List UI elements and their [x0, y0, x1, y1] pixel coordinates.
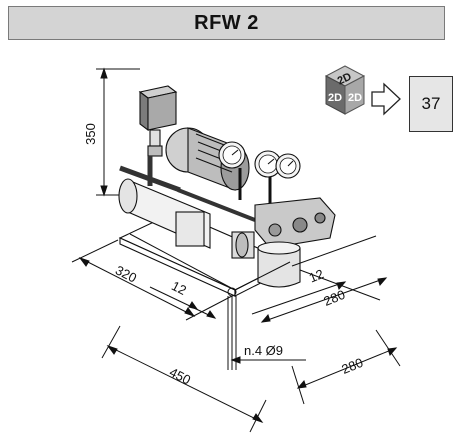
holes-dimension-label: n.4 Ø9	[244, 343, 283, 358]
model-title: RFW 2	[194, 11, 259, 34]
cube-label-right: 2D	[348, 92, 362, 104]
base-length-dimension-label: 450	[167, 364, 193, 387]
cube-label-top: 2D	[336, 71, 354, 88]
offset-left-dimension-label: 12	[169, 278, 189, 298]
dimension-lines	[71, 233, 401, 433]
base-width-dimension-label: 280	[339, 355, 365, 377]
arrow-right-icon	[371, 82, 401, 116]
height-dimension	[96, 67, 140, 197]
page-reference-number: 37	[421, 94, 441, 113]
title-bar: RFW 2	[8, 6, 445, 40]
length-left-dimension-label: 320	[113, 262, 139, 285]
page-reference-box[interactable]: 37	[409, 76, 453, 132]
height-dimension-label: 350	[83, 123, 98, 145]
cube-label-left: 2D	[328, 92, 342, 104]
offset-right-dimension-label: 12	[307, 266, 326, 285]
pump-unit-drawing	[118, 85, 336, 297]
view-2d-cube-icon: 2D 2D 2D	[324, 65, 366, 115]
width-right-dimension-label: 280	[321, 287, 347, 309]
